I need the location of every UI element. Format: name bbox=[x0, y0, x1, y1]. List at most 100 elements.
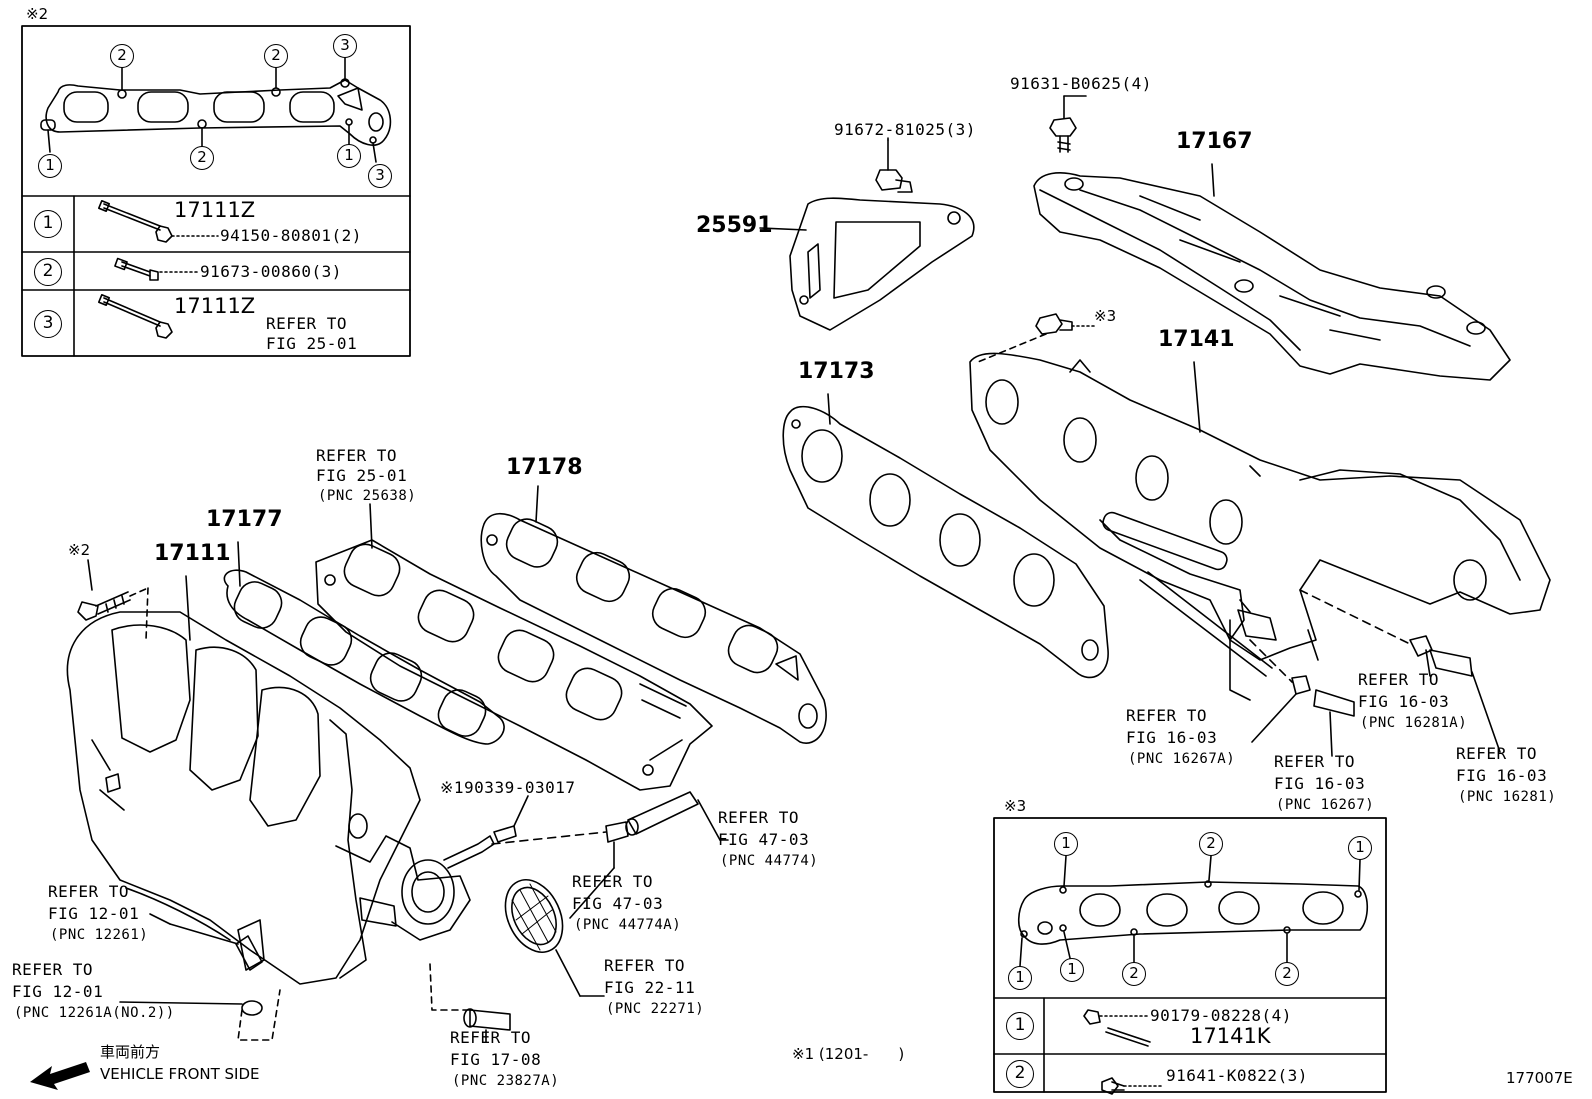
part-number-25591: 25591 bbox=[696, 213, 773, 238]
refer-44774-line2: FIG 47-03 bbox=[718, 830, 810, 849]
refer-25638-line1: REFER TO bbox=[316, 446, 398, 465]
part-number-17178: 17178 bbox=[506, 455, 583, 480]
inset-callout-1: 1 bbox=[1060, 958, 1084, 982]
refer-25638-pnc: (PNC 25638) bbox=[318, 488, 417, 504]
part-number-17167: 17167 bbox=[1176, 129, 1253, 154]
part-number-17111z: 17111Z bbox=[174, 198, 256, 222]
refer-16267a-line1: REFER TO bbox=[1126, 706, 1208, 725]
refer-44774-pnc: (PNC 44774) bbox=[720, 853, 819, 869]
refer-23827a-pnc: (PNC 23827A) bbox=[452, 1073, 560, 1089]
inset-callout-1: 1 bbox=[38, 154, 62, 178]
gasket-17178-drawing bbox=[480, 512, 827, 744]
vehicle-front-arrow-icon bbox=[30, 1062, 90, 1090]
inset-top-left-marker: ※2 bbox=[26, 5, 49, 23]
inset-callout-3: 3 bbox=[368, 164, 392, 188]
part-number-17141: 17141 bbox=[1158, 327, 1235, 352]
inset-top-left-frame bbox=[21, 25, 411, 357]
inset-callout-2: 2 bbox=[190, 146, 214, 170]
bolt-91631-drawing bbox=[1049, 95, 1077, 153]
refer-12261a-line1: REFER TO bbox=[12, 960, 94, 979]
refer-22271-pnc: (PNC 22271) bbox=[606, 1001, 705, 1017]
part-number-91641-k0822: 91641-K0822(3) bbox=[1166, 1066, 1308, 1085]
refer-12261a-line2: FIG 12-01 bbox=[12, 982, 104, 1001]
part-number-94150-80801: 94150-80801(2) bbox=[220, 226, 362, 245]
inset-callout-2: 2 bbox=[1122, 962, 1146, 986]
part-number-17177: 17177 bbox=[206, 507, 283, 532]
refer-23827a-line1: REFER TO bbox=[450, 1028, 532, 1047]
mark-2-label: ※2 bbox=[68, 541, 91, 559]
refer-16281a-line1: REFER TO bbox=[1358, 670, 1440, 689]
inset-row-index: 1 bbox=[34, 210, 62, 238]
refer-16281a-pnc: (PNC 16281A) bbox=[1360, 715, 1468, 731]
sensor-12261-drawing bbox=[119, 919, 281, 1041]
refer-12261a-pnc: (PNC 12261A(NO.2)) bbox=[14, 1005, 175, 1021]
refer-16281a-line2: FIG 16-03 bbox=[1358, 692, 1450, 711]
gasket-17177-drawing bbox=[223, 569, 505, 745]
refer-12261-pnc: (PNC 12261) bbox=[50, 927, 149, 943]
refer-16267-pnc: (PNC 16267) bbox=[1276, 797, 1375, 813]
spacer-25638-drawing bbox=[315, 539, 713, 791]
inset-bottom-right-marker: ※3 bbox=[1004, 797, 1027, 815]
refer-16267a-pnc: (PNC 16267A) bbox=[1128, 751, 1236, 767]
inset-callout-2: 2 bbox=[110, 44, 134, 68]
part-number-17111: 17111 bbox=[154, 541, 231, 566]
inset-row-index: 1 bbox=[1006, 1012, 1034, 1040]
refer-to-line: REFER TO bbox=[266, 314, 348, 333]
bracket-25591-drawing bbox=[789, 197, 975, 331]
inset-callout-1: 1 bbox=[1348, 836, 1372, 860]
exhaust-manifold-17141-drawing bbox=[969, 352, 1551, 701]
inset-row-index: 3 bbox=[34, 310, 62, 338]
refer-22271-line2: FIG 22-11 bbox=[604, 978, 696, 997]
heat-insulator-17167-drawing bbox=[1033, 172, 1511, 381]
figure-id: 177007E bbox=[1506, 1069, 1573, 1087]
refer-44774a-line2: FIG 47-03 bbox=[572, 894, 664, 913]
inset-row-index: 2 bbox=[34, 258, 62, 286]
refer-44774a-line1: REFER TO bbox=[572, 872, 654, 891]
inset-callout-3: 3 bbox=[333, 34, 357, 58]
part-number-91631-b0625: 91631-B0625(4) bbox=[1010, 74, 1152, 93]
mark-3-label: ※3 bbox=[1094, 307, 1117, 325]
inset-top-left-bolts bbox=[97, 199, 219, 339]
refer-16267-line1: REFER TO bbox=[1274, 752, 1356, 771]
refer-16267-line2: FIG 16-03 bbox=[1274, 774, 1366, 793]
part-number-91672-81025: 91672-81025(3) bbox=[834, 120, 976, 139]
refer-12261-line1: REFER TO bbox=[48, 882, 130, 901]
hose-23827a-drawing bbox=[429, 963, 511, 1043]
refer-44774a-pnc: (PNC 44774A) bbox=[574, 917, 682, 933]
refer-22271-line1: REFER TO bbox=[604, 956, 686, 975]
refer-44774-line1: REFER TO bbox=[718, 808, 800, 827]
refer-16281-pnc: (PNC 16281) bbox=[1458, 789, 1557, 805]
part-number-17141k: 17141K bbox=[1190, 1024, 1271, 1048]
bolt-mark2-drawing bbox=[77, 559, 149, 641]
part-number-17173: 17173 bbox=[798, 359, 875, 384]
refer-fig-line: FIG 25-01 bbox=[266, 334, 358, 353]
inset-callout-2: 2 bbox=[1199, 832, 1223, 856]
part-number-190339-03017: ※190339-03017 bbox=[440, 778, 576, 797]
inset-bottom-right-bolts bbox=[1083, 1009, 1163, 1095]
hose-44774-drawing bbox=[491, 791, 729, 869]
refer-12261-line2: FIG 12-01 bbox=[48, 904, 140, 923]
vehicle-front-label-jp: 車両前方 bbox=[100, 1043, 161, 1061]
filter-screen-22271-drawing bbox=[504, 879, 605, 997]
part-number-17111z: 17111Z bbox=[174, 294, 256, 318]
inset-row-index: 2 bbox=[1006, 1060, 1034, 1088]
bolt-91672-drawing bbox=[875, 139, 913, 193]
leader-lines bbox=[149, 95, 1215, 925]
intake-manifold-17111-drawing bbox=[66, 611, 495, 985]
inset-callout-2: 2 bbox=[264, 44, 288, 68]
part-number-91673-00860: 91673-00860(3) bbox=[200, 262, 342, 281]
refer-25638-line2: FIG 25-01 bbox=[316, 466, 408, 485]
hoses-16281-16267-drawing bbox=[1249, 589, 1501, 757]
inset-callout-1: 1 bbox=[1008, 966, 1032, 990]
refer-16281-line1: REFER TO bbox=[1456, 744, 1538, 763]
inset-callout-1: 1 bbox=[337, 144, 361, 168]
gasket-17173-drawing bbox=[782, 406, 1109, 679]
part-number-90179-08228: 90179-08228(4) bbox=[1150, 1006, 1292, 1025]
date-range-note: ※1 (1201- ) bbox=[792, 1045, 905, 1063]
refer-16267a-line2: FIG 16-03 bbox=[1126, 728, 1218, 747]
inset-bottom-right-gasket bbox=[1017, 855, 1369, 967]
inset-top-left-gasket bbox=[40, 57, 392, 163]
refer-16281-line2: FIG 16-03 bbox=[1456, 766, 1548, 785]
inset-callout-2: 2 bbox=[1275, 962, 1299, 986]
